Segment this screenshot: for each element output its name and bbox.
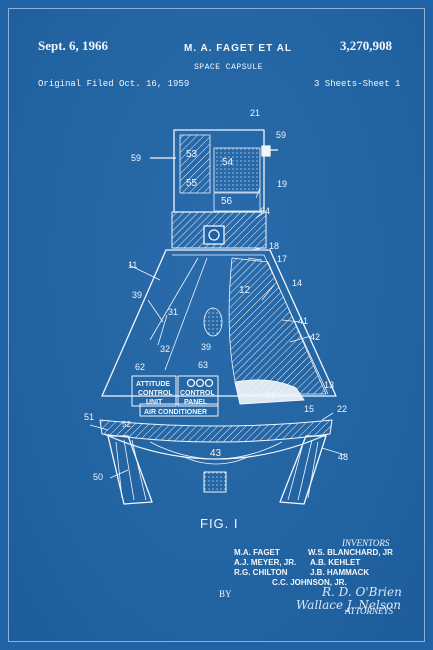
part-number-label: 56	[221, 196, 233, 207]
part-number-label: 19	[277, 179, 287, 189]
attitude-label-line: CONTROL	[138, 390, 173, 397]
inventor-name-entry: M.A. FAGET	[234, 548, 280, 557]
part-numbers: 21 59 53 54 55 59 19 56 64 18 17 11 14 1…	[84, 108, 348, 482]
part-number-label: 15	[304, 404, 314, 414]
by-label: BY	[219, 589, 232, 599]
parachute-pack	[179, 134, 211, 194]
inventor-name-entry: W.S. BLANCHARD, JR	[308, 548, 393, 557]
part-number-label: 41	[298, 316, 308, 326]
pressure-bulkhead	[228, 257, 327, 395]
attitude-label-line: UNIT	[146, 399, 163, 406]
part-number-label: 31	[168, 307, 178, 317]
part-number-label: 53	[186, 149, 198, 160]
part-number-label: 63	[198, 360, 208, 370]
part-number-label: 48	[338, 452, 348, 462]
part-number-label: 39	[132, 290, 142, 300]
air-conditioner-label: AIR CONDITIONER	[144, 409, 207, 416]
part-number-label: 21	[250, 108, 260, 118]
attorneys-label: ATTORNEYS	[345, 606, 394, 616]
part-number-label: 14	[292, 278, 302, 288]
inventors-heading: INVENTORS	[342, 538, 390, 548]
control-panel-label-line: CONTROL	[180, 390, 215, 397]
left-skirt	[107, 435, 153, 505]
cabin-shell	[101, 249, 337, 397]
inventor-name-entry: R.G. CHILTON	[234, 568, 288, 577]
heat-shield	[99, 419, 333, 443]
part-number-label: 16	[266, 390, 276, 400]
part-number-label: 43	[210, 448, 222, 459]
antenna-fairing	[213, 147, 261, 193]
periscope-window	[203, 307, 223, 337]
part-number-label: 17	[277, 254, 287, 264]
sheet-count: 3 Sheets-Sheet 1	[314, 79, 401, 89]
part-number-label: 62	[135, 362, 145, 372]
inventor-name-entry: C.C. JOHNSON, JR.	[272, 578, 347, 587]
part-number-label: 51	[84, 412, 94, 422]
patent-date: Sept. 6, 1966	[38, 38, 109, 53]
inventor-name-entry: A.J. MEYER, JR.	[234, 558, 297, 567]
part-number-label: 64	[260, 206, 270, 216]
part-number-label: 22	[337, 404, 347, 414]
patent-title: SPACE CAPSULE	[194, 63, 263, 72]
part-number-label: 11	[128, 260, 137, 270]
part-number-label: 52	[122, 420, 131, 429]
right-skirt	[279, 435, 327, 505]
part-number-label: 50	[93, 472, 103, 482]
part-number-label: 13	[324, 380, 334, 390]
part-number-label: 54	[222, 157, 234, 168]
part-number-label: 55	[186, 178, 198, 189]
figure-label: FIG. I	[200, 516, 239, 531]
part-number-label: 59	[276, 130, 286, 140]
inventor-name-entry: A.B. KEHLET	[310, 558, 361, 567]
part-number-label: 39	[201, 342, 211, 352]
part-number-label: 42	[310, 332, 320, 342]
retro-rocket	[203, 471, 227, 493]
attorney-signature: R. D. O'Brien	[322, 585, 402, 599]
inventor-name: M. A. FAGET ET AL	[184, 43, 292, 54]
part-number-label: 18	[269, 241, 279, 251]
attitude-label-line: ATTITUDE	[136, 381, 170, 388]
inventor-name-entry: J.B. HAMMACK	[310, 568, 370, 577]
control-panel-label-line: PANEL	[184, 399, 208, 406]
patent-number: 3,270,908	[340, 38, 392, 53]
attorney-signature: Wallace J. Nelson	[296, 598, 401, 612]
astronaut-couch	[234, 379, 305, 405]
part-number-label: 32	[160, 344, 170, 354]
filed-date: Original Filed Oct. 16, 1959	[38, 79, 190, 89]
part-number-label: 12	[239, 285, 251, 296]
panel-labels: ATTITUDE CONTROL UNIT CONTROL PANEL AIR …	[136, 381, 215, 416]
part-number-label: 59	[131, 153, 141, 163]
